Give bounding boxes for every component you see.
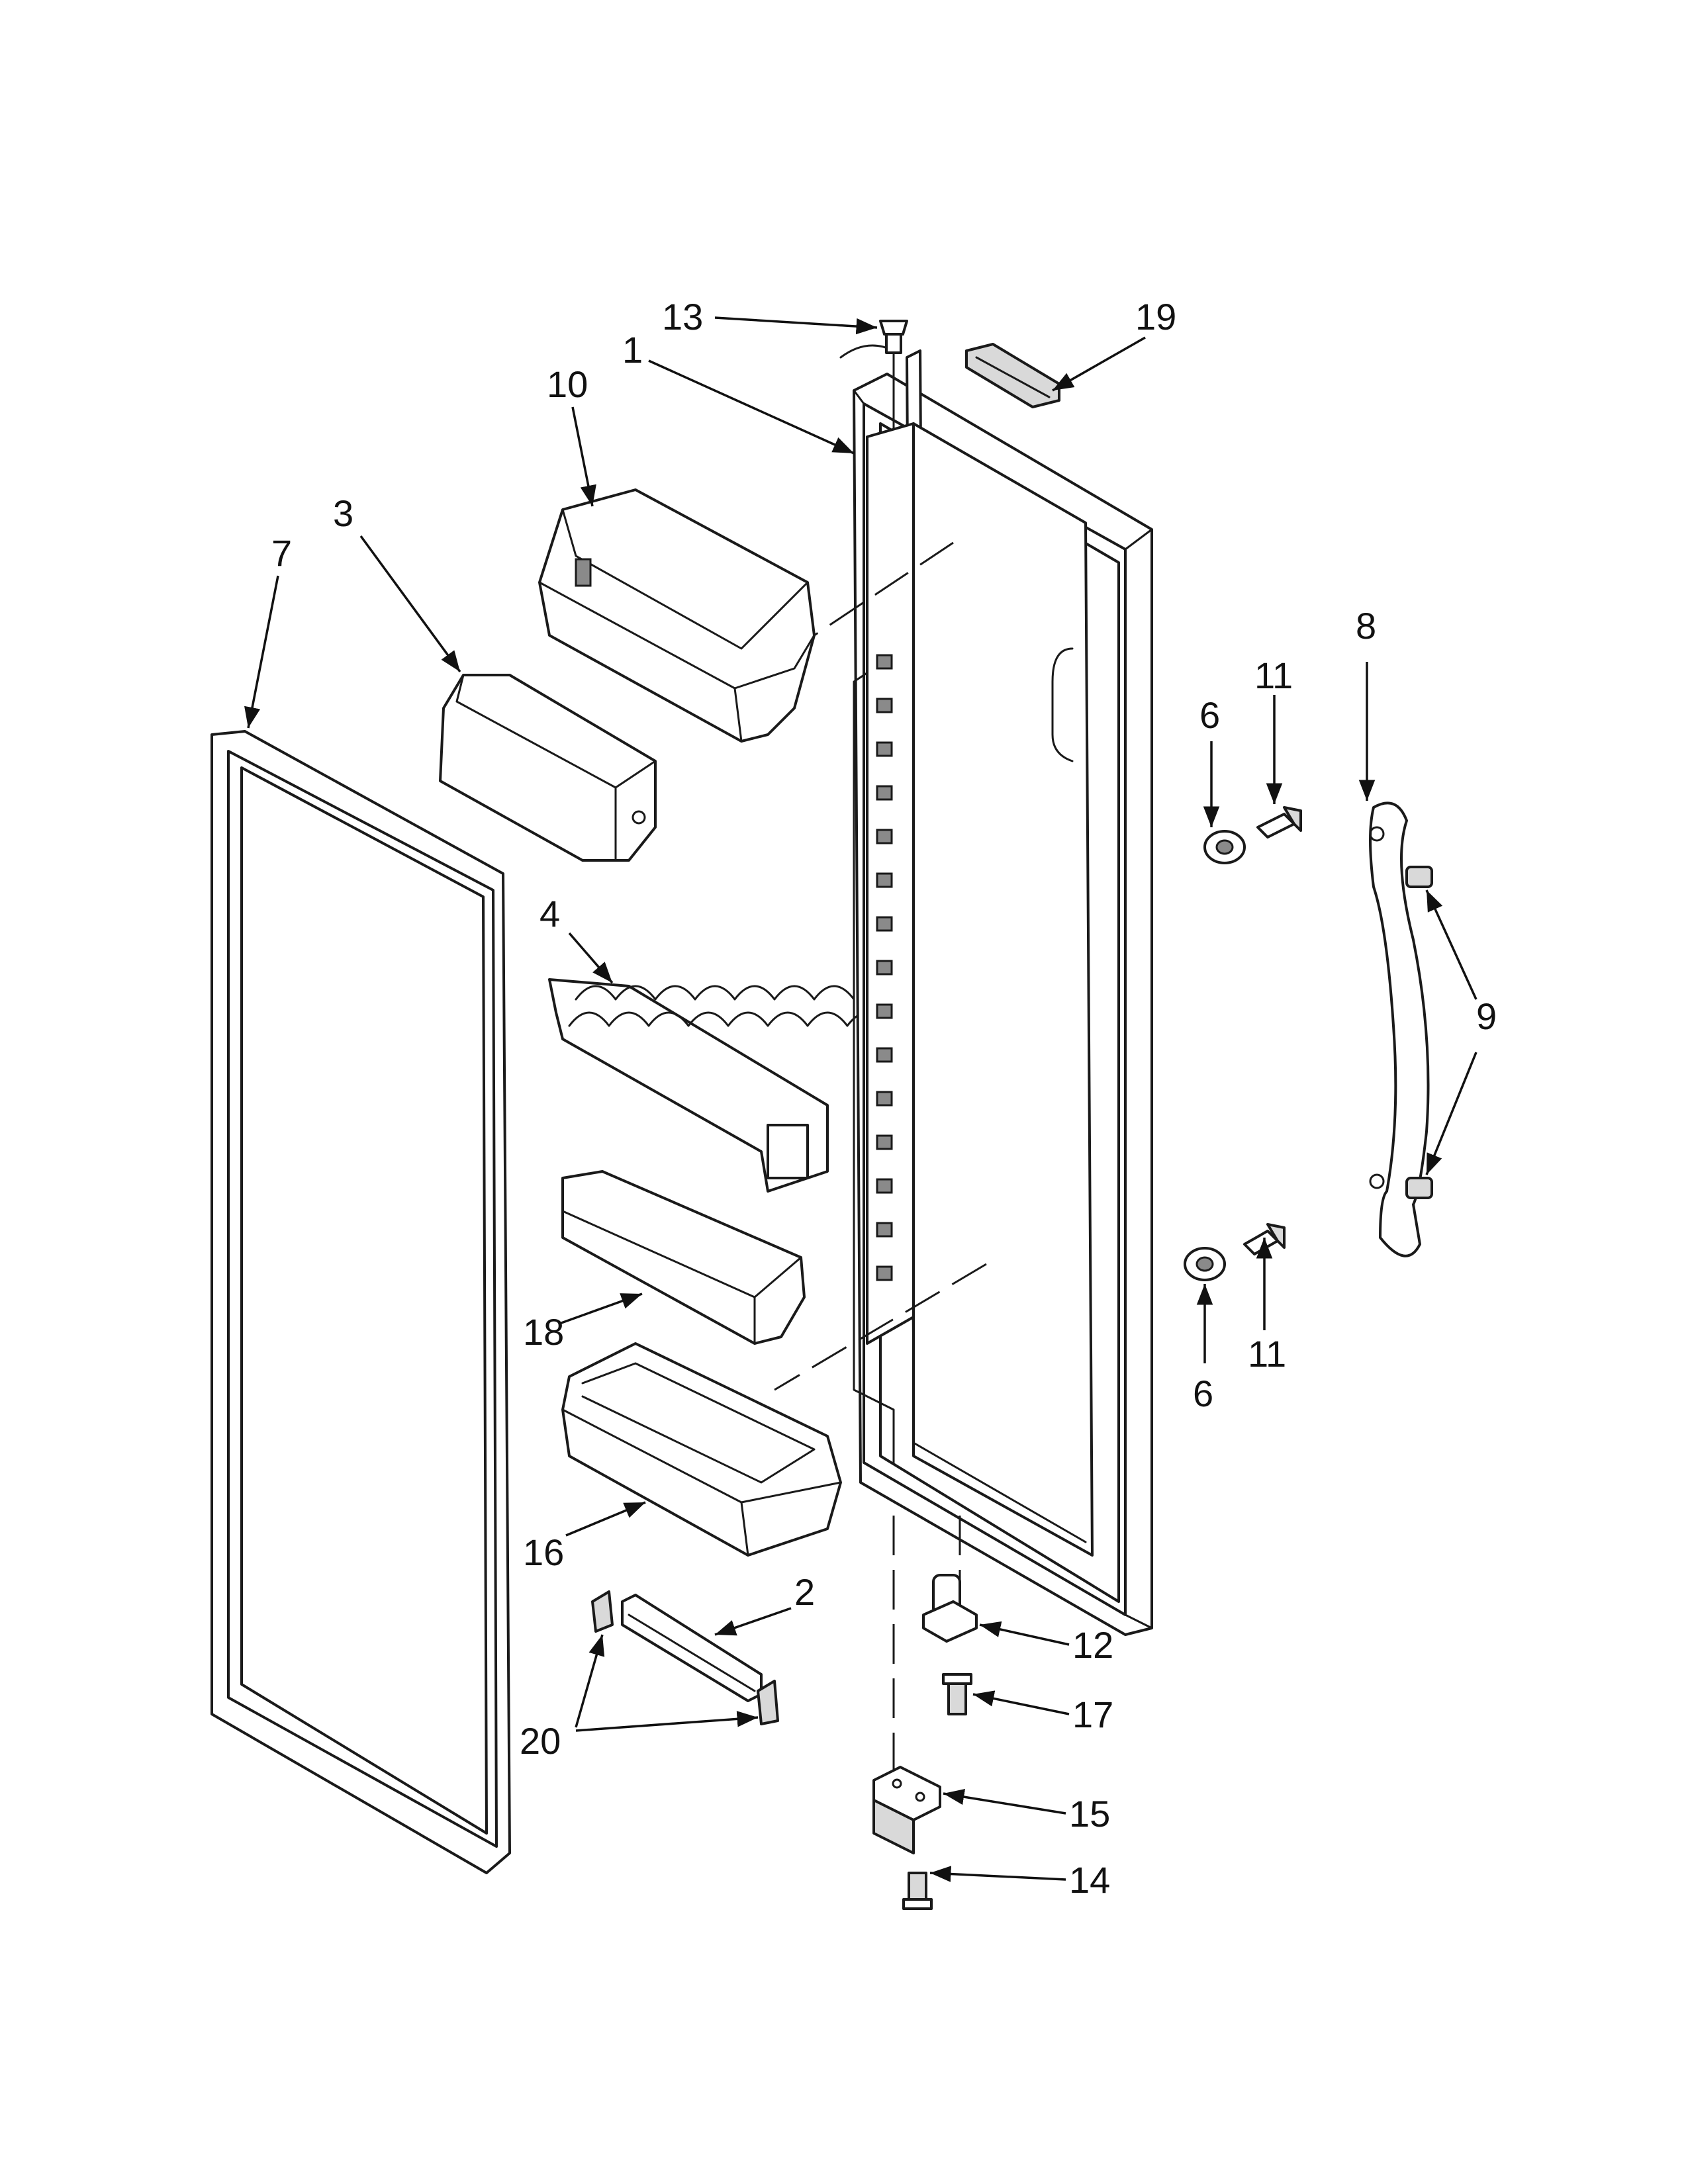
shelf-slot bbox=[876, 960, 893, 976]
shelf-slot bbox=[876, 872, 893, 888]
shelf-slot bbox=[876, 1178, 893, 1194]
callout-14: 14 bbox=[1069, 1859, 1110, 1901]
bottom-hinge-bracket bbox=[872, 1766, 941, 1854]
serial-label bbox=[965, 343, 1060, 408]
leader-20b bbox=[575, 1711, 759, 1732]
leader-19 bbox=[1052, 336, 1146, 392]
shelf-slot bbox=[876, 1134, 893, 1150]
door-bin-small bbox=[561, 1170, 806, 1345]
end-cap-left bbox=[591, 1590, 614, 1633]
handle-screw-top bbox=[1256, 806, 1302, 839]
callout-6-bottom: 6 bbox=[1193, 1373, 1213, 1414]
shelf-slot bbox=[876, 785, 893, 801]
callout-10: 10 bbox=[547, 363, 588, 405]
lower-hinge-bushing bbox=[922, 1574, 978, 1643]
door-gasket bbox=[211, 730, 511, 1874]
callout-1: 1 bbox=[622, 329, 643, 371]
set-screw-top bbox=[1405, 866, 1433, 888]
leader-9a bbox=[1425, 889, 1477, 1000]
shelf-slot bbox=[876, 741, 893, 757]
callout-9: 9 bbox=[1476, 995, 1497, 1037]
callout-3: 3 bbox=[333, 492, 353, 534]
leader-lines bbox=[244, 316, 1477, 1882]
door-assembly bbox=[774, 344, 1153, 1840]
leader-18 bbox=[559, 1293, 643, 1325]
leader-7 bbox=[244, 575, 279, 729]
door-bin-large bbox=[561, 1342, 842, 1557]
shelf-slot bbox=[876, 654, 893, 670]
shelf-slot bbox=[876, 1047, 893, 1063]
dairy-door bbox=[439, 674, 657, 862]
trim-strip bbox=[621, 1594, 763, 1702]
leader-12 bbox=[979, 1621, 1070, 1646]
callout-2: 2 bbox=[794, 1571, 815, 1613]
leader-17 bbox=[972, 1690, 1070, 1715]
leader-14 bbox=[929, 1866, 1066, 1882]
hinge-pin-top bbox=[879, 320, 908, 354]
leader-9b bbox=[1425, 1052, 1477, 1175]
callout-4: 4 bbox=[539, 893, 560, 934]
hinge-screw bbox=[942, 1673, 972, 1715]
shelf-slot bbox=[876, 1091, 893, 1107]
set-screw-bottom bbox=[1405, 1177, 1433, 1199]
callout-11-bottom: 11 bbox=[1248, 1333, 1286, 1375]
callout-7: 7 bbox=[271, 532, 292, 574]
leader-1 bbox=[648, 359, 855, 455]
egg-tray bbox=[548, 978, 888, 1193]
handle-spacer-bottom bbox=[1184, 1247, 1226, 1281]
shelf-slot bbox=[876, 1222, 893, 1238]
leader-15 bbox=[943, 1788, 1066, 1815]
callout-15: 15 bbox=[1069, 1793, 1110, 1835]
shelf-slot bbox=[876, 698, 893, 713]
leader-16 bbox=[565, 1501, 646, 1537]
shelf-slot bbox=[876, 1265, 893, 1281]
leader-20a bbox=[575, 1634, 605, 1728]
leader-2 bbox=[714, 1607, 792, 1636]
callout-12: 12 bbox=[1072, 1624, 1113, 1666]
dairy-bin bbox=[538, 488, 816, 743]
end-cap-right bbox=[757, 1680, 779, 1725]
leader-3 bbox=[359, 535, 461, 673]
bracket-screw bbox=[902, 1872, 933, 1910]
shelf-slot bbox=[876, 916, 893, 932]
callout-8: 8 bbox=[1356, 605, 1376, 647]
callout-6-top: 6 bbox=[1199, 694, 1220, 736]
callout-19: 19 bbox=[1135, 296, 1176, 338]
callout-labels: 13 1 19 10 3 7 8 11 6 4 9 18 11 6 16 2 1… bbox=[271, 296, 1497, 1901]
handle-spacer-top bbox=[1203, 830, 1246, 864]
leader-10 bbox=[571, 406, 596, 507]
callout-13: 13 bbox=[662, 296, 703, 338]
shelf-slot bbox=[876, 1003, 893, 1019]
shelf-slot bbox=[876, 829, 893, 844]
leader-4 bbox=[568, 932, 614, 984]
callout-11-top: 11 bbox=[1254, 655, 1293, 696]
leader-13 bbox=[714, 316, 878, 335]
callout-16: 16 bbox=[523, 1531, 564, 1573]
callout-20: 20 bbox=[520, 1720, 561, 1762]
callout-17: 17 bbox=[1072, 1694, 1113, 1735]
door-handle bbox=[1369, 801, 1430, 1257]
callout-18: 18 bbox=[523, 1311, 564, 1353]
